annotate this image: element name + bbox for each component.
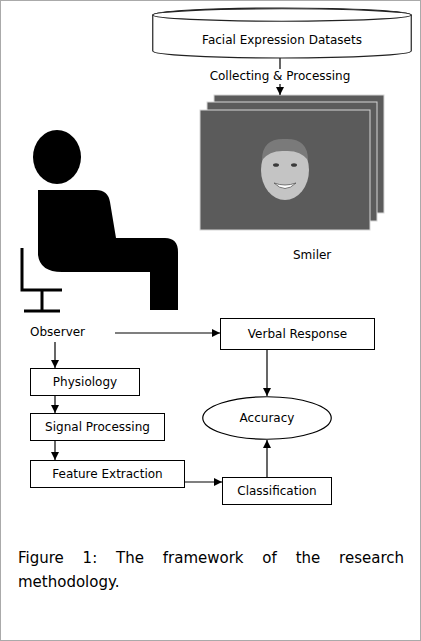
arrow-connector	[266, 350, 267, 396]
arrow-connector	[185, 481, 222, 482]
smile	[274, 183, 296, 189]
node-label: Accuracy	[240, 411, 295, 426]
arrow-connector	[54, 441, 55, 460]
arrow-connector	[54, 396, 55, 413]
body	[38, 190, 178, 310]
edge-label: Collecting & Processing	[207, 69, 354, 84]
image-frame	[200, 110, 370, 230]
result-ellipse: Accuracy	[202, 396, 332, 440]
image-stack	[200, 95, 384, 230]
node-label: Classification	[237, 484, 316, 499]
node-label: Feature Extraction	[52, 467, 162, 482]
observer-figure	[22, 130, 178, 311]
cylinder-body	[153, 8, 412, 58]
process-box: Feature Extraction	[30, 460, 185, 488]
process-box: Physiology	[30, 368, 140, 396]
ellipse-shape	[203, 397, 332, 440]
head	[33, 130, 81, 184]
chair	[22, 248, 62, 311]
observer-node: Observer	[15, 125, 115, 342]
node-label: Smiler	[293, 248, 331, 263]
process-box: Signal Processing	[30, 413, 165, 441]
dataset-cylinder: Facial Expression Datasets	[152, 8, 412, 58]
eye	[273, 163, 279, 167]
figure-caption: Figure 1: The framework of the research …	[18, 546, 404, 594]
process-box: Classification	[222, 477, 332, 505]
process-box: Verbal Response	[220, 318, 375, 350]
node-label: Observer	[30, 325, 85, 340]
cylinder-top	[153, 9, 412, 22]
eye	[291, 163, 297, 167]
image-stack-node: Smiler	[200, 95, 390, 267]
arrow-connector	[266, 440, 267, 477]
arrow-connector	[115, 332, 220, 333]
node-label: Physiology	[53, 375, 117, 390]
node-label: Facial Expression Datasets	[202, 33, 362, 48]
node-label: Signal Processing	[45, 420, 150, 435]
arrow-connector	[54, 342, 55, 368]
node-label: Verbal Response	[248, 327, 347, 342]
hair	[262, 139, 308, 160]
